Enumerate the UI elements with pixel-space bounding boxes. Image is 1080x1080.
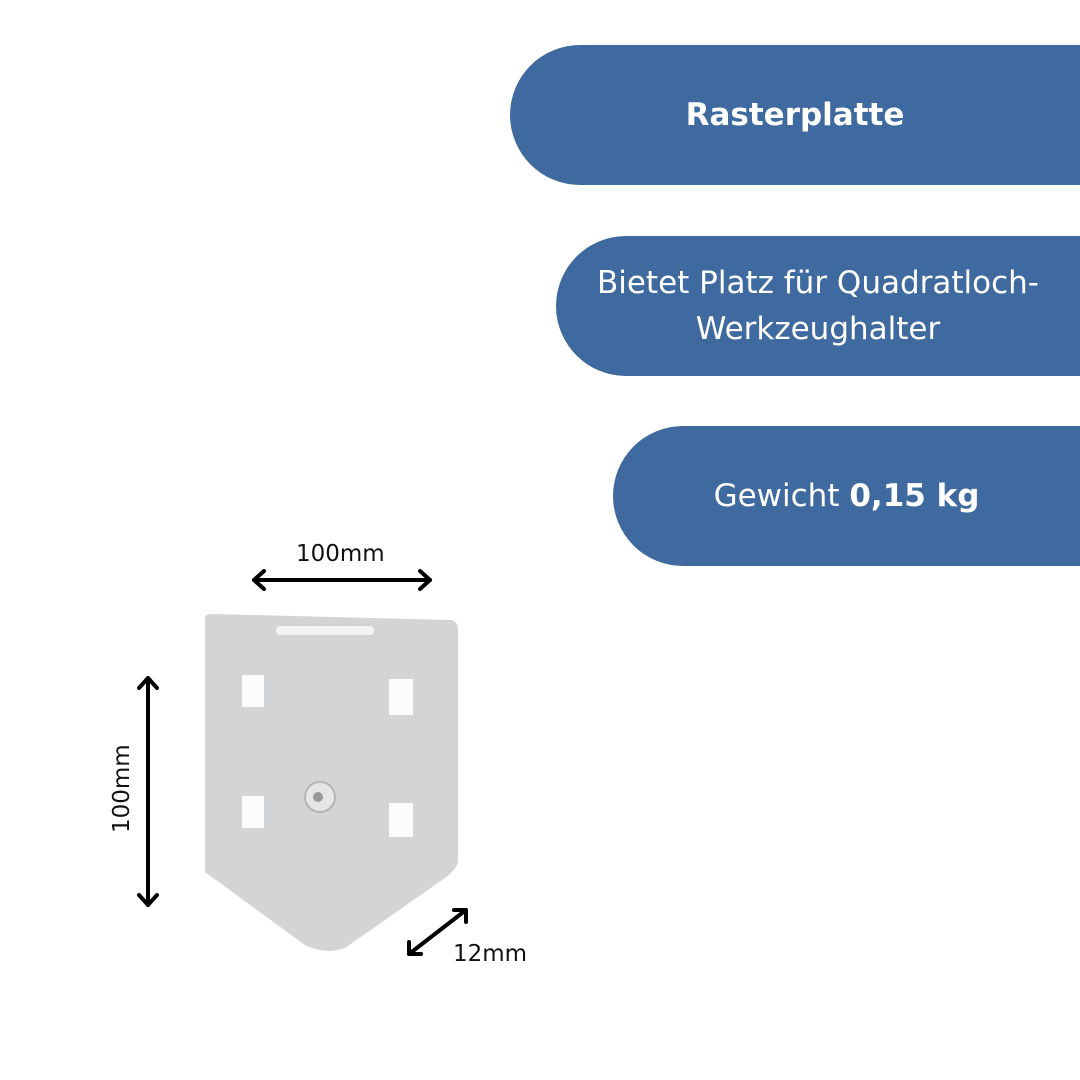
weight-text: Gewicht 0,15 kg (713, 478, 980, 514)
weight-pill: Gewicht 0,15 kg (613, 426, 1080, 566)
depth-label: 12mm (453, 941, 528, 967)
depth-arrow (407, 908, 468, 956)
width-arrow (252, 569, 432, 591)
feature-text: Bietet Platz für Quadratloch-Werkzeughal… (596, 265, 1039, 347)
height-arrow (137, 676, 159, 907)
raster-plate (205, 614, 458, 951)
height-label: 100mm (109, 744, 135, 833)
width-label: 100mm (296, 541, 385, 567)
title-pill: Rasterplatte (510, 45, 1080, 185)
feature-pill: Bietet Platz für Quadratloch-Werkzeughal… (556, 236, 1080, 376)
product-title: Rasterplatte (685, 97, 905, 133)
